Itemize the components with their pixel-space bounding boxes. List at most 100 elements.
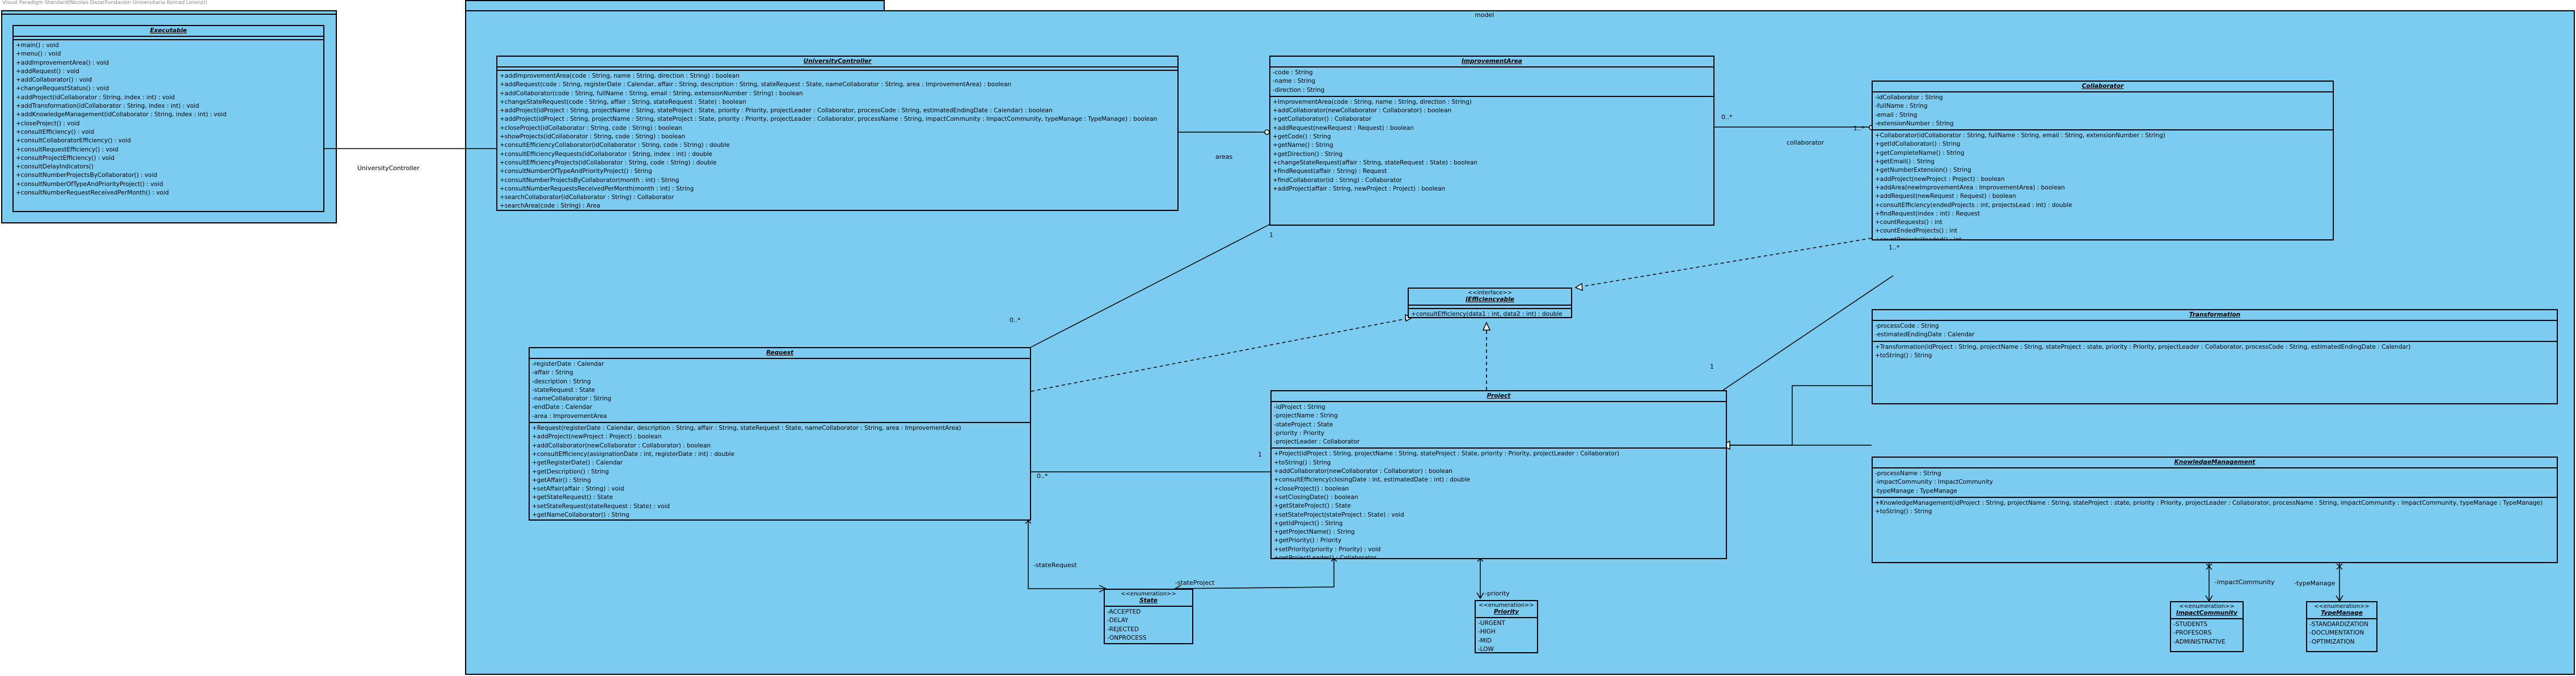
class-member: -idCollaborator : String bbox=[1875, 94, 1943, 101]
label-impact: -impactCommunity bbox=[2215, 578, 2275, 586]
class-member: +addProject(newProject : Project) : bool… bbox=[532, 433, 662, 441]
class-member: +consultNumberOfTypeAndPriorityProject()… bbox=[500, 168, 652, 175]
class-name: Transformation bbox=[2189, 311, 2241, 318]
class-member: +KnowledgeManagement(idProject : String,… bbox=[1875, 499, 2543, 506]
class-member: +Request(registerDate : Calendar, descri… bbox=[532, 425, 961, 432]
realization-arrow-collab bbox=[1574, 282, 1583, 291]
class-knowledge-management[interactable]: KnowledgeManagement-processName : String… bbox=[1872, 457, 2558, 563]
class-header: <<enumeration>>ImpactCommunity bbox=[2171, 602, 2243, 619]
class-header: Collaborator bbox=[1873, 82, 2333, 92]
class-member: +addTransformation(idCollaborator : Stri… bbox=[16, 103, 200, 110]
enum-type-manage[interactable]: <<enumeration>>TypeManage-STANDARDIZATIO… bbox=[2306, 601, 2377, 652]
class-name: Executable bbox=[150, 27, 187, 34]
label-collaborator-role: collaborator bbox=[1787, 139, 1825, 146]
class-header: <<enumeration>>TypeManage bbox=[2307, 602, 2376, 619]
label-state-project: -stateProject bbox=[1175, 579, 1215, 586]
class-member: +getEmail() : String bbox=[1875, 158, 1935, 166]
class-member: -typeManage : TypeManage bbox=[1875, 487, 1957, 495]
enum-state[interactable]: <<enumeration>>State-ACCEPTED-DELAY-REJE… bbox=[1104, 589, 1193, 644]
class-member: +setPriority(priority : Priority) : void bbox=[1274, 546, 1381, 553]
class-member: +menu() : void bbox=[16, 50, 61, 58]
class-member: -ADMINISTRATIVE bbox=[2173, 638, 2226, 645]
class-operations: +main() : void+menu() : void+addImprovem… bbox=[14, 40, 323, 198]
class-operations: +Project(idProject : String, projectName… bbox=[1272, 449, 1726, 559]
class-member: +addArea(newImprovementArea : Improvemen… bbox=[1875, 184, 2065, 191]
class-member: +consultEfficiency(closingDate : int, es… bbox=[1274, 476, 1470, 484]
class-member: +consultEfficiencyProjects(idCollaborato… bbox=[500, 159, 717, 166]
class-member: +closeProject() : boolean bbox=[1274, 485, 1349, 492]
class-attributes: -processCode : String-estimatedEndingDat… bbox=[1873, 321, 2557, 342]
enum-impact-community[interactable]: <<enumeration>>ImpactCommunity -STUDENTS -… bbox=[2170, 601, 2244, 652]
class-member: -MID bbox=[1478, 637, 1492, 644]
enum-priority[interactable]: <<enumeration>>Priority-URGENT-HIGH-MID-… bbox=[1475, 600, 1538, 653]
label-collab-onestar: 1..* bbox=[1889, 244, 1900, 251]
class-member: +addRequest(newRequest : Request) : bool… bbox=[1273, 124, 1414, 132]
generalize-transformation bbox=[1727, 385, 1872, 446]
class-member: -affair : String bbox=[532, 369, 573, 377]
class-member: -direction : String bbox=[1273, 86, 1325, 94]
class-member: -HIGH bbox=[1478, 628, 1496, 636]
class-member: -impactCommunity : ImpactCommunity bbox=[1875, 479, 1993, 486]
class-member: +setClosingDate() : boolean bbox=[1274, 493, 1358, 501]
class-member: -processName : String bbox=[1875, 470, 1941, 477]
class-member: -fullName : String bbox=[1875, 103, 1928, 110]
class-member: +getStateProject() : State bbox=[1274, 502, 1351, 510]
class-operations: +Transformation(idProject : String, proj… bbox=[1873, 342, 2557, 362]
class-member: +getStateRequest() : State bbox=[532, 494, 613, 501]
class-member: +main() : void bbox=[16, 42, 59, 49]
class-member: -endDate : Calendar bbox=[532, 404, 593, 411]
class-stereotype: <<enumeration>> bbox=[1479, 602, 1534, 609]
class-member: +Transformation(idProject : String, proj… bbox=[1875, 343, 2411, 350]
class-member: +addProject(idProject : String, projectN… bbox=[500, 116, 1158, 123]
class-member: -stateProject : State bbox=[1274, 421, 1333, 428]
class-member: -OPTIMIZATION bbox=[2309, 638, 2355, 645]
x-mark-type-b bbox=[2336, 563, 2343, 570]
class-stereotype: <<interface>> bbox=[1467, 290, 1513, 296]
label-state-request: -stateRequest bbox=[1033, 561, 1077, 569]
class-member: -code : String bbox=[1273, 69, 1313, 76]
class-member: +addCollaborator(newCollaborator : Colla… bbox=[1274, 468, 1453, 475]
class-member: +getCompleteName() : String bbox=[1875, 149, 1965, 157]
class-member: +consultNumberRequestsReceivedPerMonth(m… bbox=[500, 185, 694, 192]
class-name: Project bbox=[1487, 392, 1511, 399]
class-member: +consultEfficiency(assignationDate : int… bbox=[532, 450, 734, 458]
class-operations: +Request(registerDate : Calendar, descri… bbox=[530, 423, 1030, 521]
class-member: -stateRequest : State bbox=[532, 386, 596, 394]
class-member: -name : String bbox=[1273, 78, 1316, 85]
class-attributes bbox=[1409, 306, 1571, 309]
class-member: +getProjectLeader() : Collaborator bbox=[1274, 555, 1377, 559]
class-improvement-area[interactable]: ImprovementArea-code : String-name : Str… bbox=[1269, 56, 1714, 226]
class-request[interactable]: Request-registerDate : Calendar-affair :… bbox=[529, 347, 1031, 521]
class-member: +getEndDate() : Calendar bbox=[532, 519, 1028, 521]
class-member: -STUDENTS bbox=[2173, 621, 2208, 628]
class-member: -LOW bbox=[1478, 645, 1494, 653]
class-member: +addCollaborator(code : String, fullName… bbox=[500, 90, 803, 97]
class-member: +addRequest(newRequest : Request) : bool… bbox=[1875, 193, 2016, 200]
class-member: +consultEfficiencyRequests(idCollaborato… bbox=[500, 150, 712, 158]
class-transformation[interactable]: Transformation -processCode : String-esti… bbox=[1872, 309, 2558, 404]
class-member: +toString() : String bbox=[1875, 508, 1932, 516]
class-member: +toString() : String bbox=[1875, 352, 1932, 359]
class-university-controller[interactable]: UniversityController+addImprovementArea(… bbox=[496, 56, 1179, 211]
realize-collaborator bbox=[1575, 238, 1872, 288]
class-project[interactable]: Project-idProject : String-projectName :… bbox=[1270, 390, 1727, 559]
class-attributes: -registerDate : Calendar-affair : String… bbox=[530, 359, 1030, 424]
class-name: Collaborator bbox=[2081, 83, 2124, 90]
class-member: +getNameCollaborator() : String bbox=[532, 512, 630, 519]
class-header: Project bbox=[1272, 391, 1726, 402]
class-member: +consultProjectEfficiency() : void bbox=[16, 154, 115, 162]
class-member: +findRequest(index : int) : Request bbox=[1875, 210, 1980, 217]
class-member: +setAffair(affair : String) : void bbox=[532, 485, 624, 493]
class-member: +consultNumberRequestReceivedPerMonth() … bbox=[16, 189, 169, 197]
class-collaborator[interactable]: Collaborator -idCollaborator : String -ful… bbox=[1872, 81, 2334, 240]
class-stereotype: <<enumeration>> bbox=[1121, 591, 1176, 597]
class-iefficiencyable[interactable]: <<interface>>IEfficiencyable+consultEffi… bbox=[1408, 288, 1572, 318]
class-member: +getDirection() : String bbox=[1273, 150, 1343, 158]
class-member: +countEndedProjects() : int bbox=[1875, 227, 1957, 235]
class-operations: +addImprovementArea(code : String, name … bbox=[497, 71, 1177, 210]
class-member: +addProject(idProject : String, projectN… bbox=[500, 107, 1053, 115]
class-executable[interactable]: Executable+main() : void+menu() : void+a… bbox=[12, 25, 324, 212]
class-member: -email : String bbox=[1875, 111, 1918, 119]
class-member: -extensionNumber : String bbox=[1875, 120, 1954, 127]
